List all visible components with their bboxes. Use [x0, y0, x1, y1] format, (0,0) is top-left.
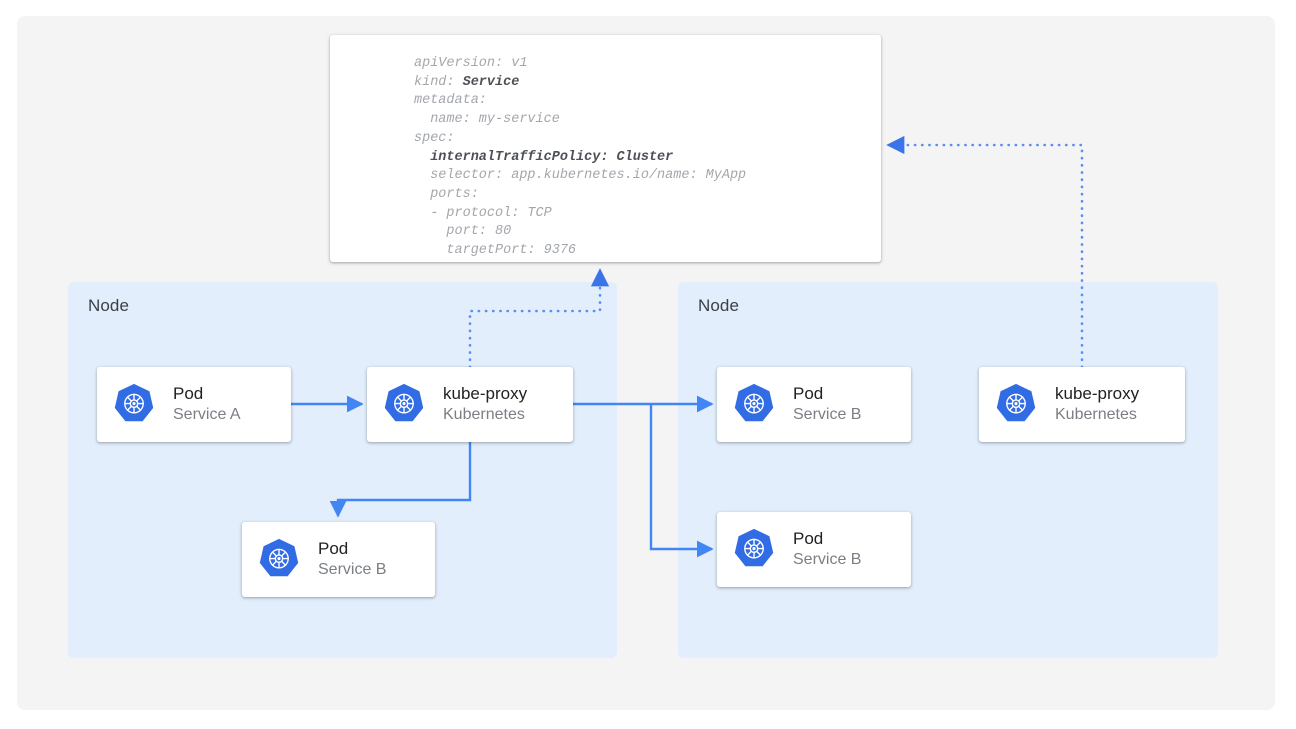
yaml-line: name: my-service — [414, 112, 560, 128]
yaml-line: targetPort: 9376 — [414, 243, 577, 259]
kube-proxy-left-subtitle: Kubernetes — [443, 406, 525, 424]
yaml-line: apiVersion: v1 — [414, 56, 528, 71]
yaml-line: spec: — [414, 130, 455, 146]
kube-proxy-right-subtitle: Kubernetes — [1055, 406, 1137, 424]
yaml-line: ports: — [414, 186, 479, 202]
node-left: Node — [68, 282, 617, 658]
yaml-line: metadata: — [414, 93, 487, 109]
node-right: Node — [678, 282, 1218, 658]
pod-service-b-left-subtitle: Service B — [318, 561, 387, 579]
kube-proxy-left-card[interactable]: kube-proxy Kubernetes — [367, 367, 573, 442]
kubernetes-logo-icon — [259, 538, 299, 576]
pod-service-b-left-card[interactable]: Pod Service B — [242, 522, 435, 597]
pod-service-b-right-lower-title: Pod — [793, 529, 824, 549]
kube-proxy-right-card[interactable]: kube-proxy Kubernetes — [979, 367, 1185, 442]
kube-proxy-left-title: kube-proxy — [443, 384, 528, 404]
pod-service-b-right-lower-card[interactable]: Pod Service B — [717, 512, 911, 587]
kubernetes-logo-icon — [734, 528, 774, 566]
node-right-label: Node — [698, 296, 740, 315]
kubernetes-logo-icon — [384, 383, 424, 421]
yaml-line: internalTrafficPolicy: Cluster — [430, 149, 674, 165]
yaml-line: - protocol: TCP — [414, 205, 552, 221]
pod-service-b-right-upper-title: Pod — [793, 384, 824, 404]
pod-service-b-right-upper-subtitle: Service B — [793, 406, 862, 424]
service-yaml-manifest-card: apiVersion: v1 kind: Service metadata: nam… — [330, 35, 881, 262]
pod-service-b-right-lower-subtitle: Service B — [793, 551, 862, 569]
pod-service-a-subtitle: Service A — [173, 406, 241, 424]
kubernetes-logo-icon — [734, 383, 774, 421]
kubernetes-logo-icon — [114, 383, 154, 421]
pod-service-a-card[interactable]: Pod Service A — [97, 367, 291, 442]
pod-service-b-left-title: Pod — [318, 539, 349, 559]
kubernetes-logo-icon — [996, 383, 1036, 421]
pod-service-b-right-upper-card[interactable]: Pod Service B — [717, 367, 911, 442]
pod-service-a-title: Pod — [173, 384, 204, 404]
yaml-line: kind: Service — [414, 74, 520, 90]
yaml-line: selector: app.kubernetes.io/name: MyApp — [414, 168, 747, 184]
kube-proxy-right-title: kube-proxy — [1055, 384, 1140, 404]
yaml-line: port: 80 — [414, 224, 512, 240]
service-yaml-text: apiVersion: v1 kind: Service metadata: nam… — [414, 55, 746, 261]
node-left-label: Node — [88, 296, 130, 315]
